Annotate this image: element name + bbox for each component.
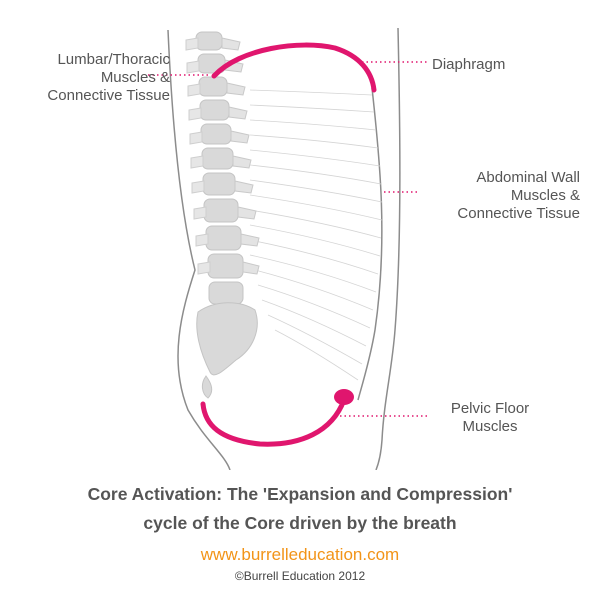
label-lumbar-thoracic: Lumbar/Thoracic Muscles & Connective Tis… — [47, 51, 170, 104]
copyright-notice: ©Burrell Education 2012 — [234, 569, 366, 583]
spine — [195, 31, 258, 399]
pelvic-floor-node — [334, 389, 354, 405]
label-pelvic-floor: Pelvic Floor Muscles — [450, 400, 530, 435]
leader-lines — [148, 61, 428, 417]
front-outline-inner — [357, 87, 383, 401]
label-diaphragm: Diaphragm — [432, 56, 506, 73]
front-outline-outer — [375, 27, 401, 470]
core-diagram — [148, 27, 428, 470]
caption-line-2: cycle of the Core driven by the breath — [143, 513, 457, 533]
pelvic-floor-curve — [200, 397, 347, 447]
back-processes — [185, 37, 211, 275]
caption-line-1: Core Activation: The 'Expansion and Comp… — [87, 484, 513, 504]
diaphragm-curve — [211, 42, 377, 93]
label-abdominal-wall: Abdominal Wall Muscles & Connective Tiss… — [457, 169, 580, 222]
abdominal-fibers — [249, 89, 383, 381]
website-link[interactable]: www.burrelleducation.com — [200, 545, 400, 564]
back-outline — [167, 29, 231, 470]
